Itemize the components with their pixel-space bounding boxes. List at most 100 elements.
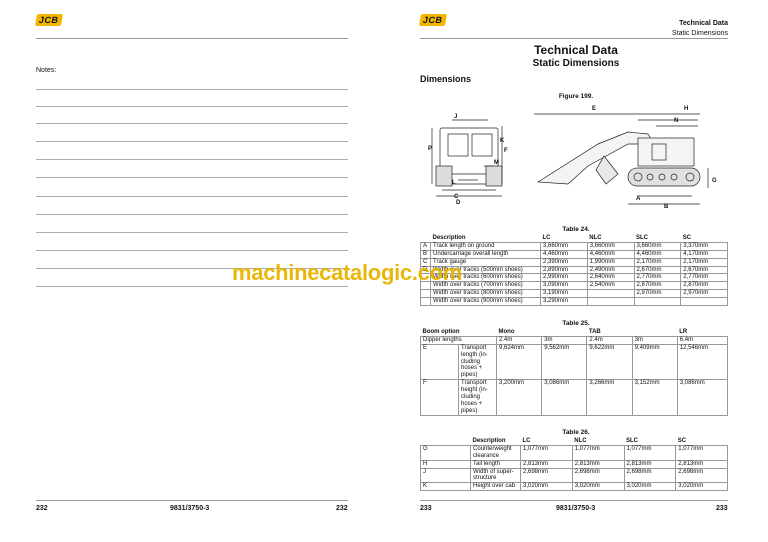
table-cell: Height over cab	[470, 482, 521, 492]
table-cell: 4,460mm	[540, 249, 588, 259]
dimension-label-c: C	[454, 194, 459, 200]
table-cell: 1,077mm	[520, 444, 573, 461]
note-line	[36, 159, 348, 160]
note-line	[36, 196, 348, 197]
left-page: JCB Notes: 232 9831/3750-3 232	[34, 14, 348, 512]
table-cell: B	[420, 249, 431, 259]
table-cell: 3,020mm	[520, 482, 573, 492]
table-cell	[420, 297, 431, 307]
table-cell: 2,670mm	[633, 265, 682, 275]
table-cell: 2,640mm	[586, 273, 635, 283]
table-cell: 2,170mm	[633, 257, 682, 267]
table-cell: Width over tracks (900mm shoes)	[430, 297, 541, 307]
table-cell: 3,660mm	[540, 241, 588, 251]
table-cell: 2,490mm	[586, 265, 635, 275]
table-cell: 9,622mm	[586, 343, 633, 381]
dimension-label-f: F	[504, 148, 508, 154]
table-cell: G	[420, 444, 471, 461]
table-cell: 2,990mm	[540, 273, 588, 283]
footer-rule	[36, 500, 348, 501]
table-cell: 1,990mm	[586, 257, 635, 267]
table-cell: Counterweight clearance	[470, 444, 521, 461]
note-line	[36, 89, 348, 90]
footer-rule	[420, 500, 728, 501]
table-cell: Width over tracks (800mm shoes)	[430, 289, 541, 299]
table-cell: 2,870mm	[633, 281, 682, 291]
table-header-cell: Description	[470, 438, 521, 446]
table-cell: F	[420, 379, 459, 416]
table-cell: Tail length	[470, 459, 521, 469]
table-cell: 1,077mm	[675, 444, 728, 461]
table-cell	[680, 297, 728, 307]
section-title: Dimensions	[420, 74, 472, 84]
side-view	[534, 113, 709, 205]
table-row: Width over tracks (900mm shoes)3,290mm	[420, 297, 728, 307]
table-cell: 4,460mm	[586, 249, 635, 259]
doc-number: 9831/3750-3	[170, 505, 210, 512]
table-cell: 2,698mm	[623, 467, 677, 484]
notes-label: Notes:	[36, 67, 57, 74]
table-cell: 3,190mm	[540, 289, 588, 299]
note-line	[36, 123, 348, 124]
dimension-label-b: B	[664, 204, 669, 210]
dimension-label-e: E	[592, 106, 596, 112]
note-line	[36, 250, 348, 251]
table-cell: 2,870mm	[680, 281, 728, 291]
dimension-label-d: D	[456, 200, 461, 206]
table-cell: 4,460mm	[633, 249, 682, 259]
table-cell	[633, 297, 682, 307]
table-cell: 3,266mm	[586, 379, 633, 416]
table-header-cell: SLC	[634, 235, 681, 243]
table-header-cell: Boom option	[420, 329, 497, 337]
table-cell: 1,077mm	[623, 444, 677, 461]
table-cell: A	[420, 241, 431, 251]
header-title: Technical Data	[679, 20, 728, 27]
table-cell: 2,813mm	[520, 459, 573, 469]
table-subheader-cell: 3m	[541, 335, 588, 345]
table-cell	[420, 289, 431, 299]
table-cell: 3,660mm	[633, 241, 682, 251]
note-line	[36, 268, 348, 269]
dimension-label-n: N	[674, 118, 678, 124]
table-cell: 1,077mm	[571, 444, 625, 461]
note-line	[36, 232, 348, 233]
dimension-label-h: H	[684, 106, 688, 112]
table-cell: 2,698mm	[571, 467, 625, 484]
table-header-cell: NLC	[587, 235, 634, 243]
table-cell: 2,540mm	[586, 281, 635, 291]
dimension-label-k: K	[500, 138, 505, 144]
table-cell: 12,546mm	[676, 343, 729, 381]
table-cell: Transport length (in-cluding hoses + pip…	[458, 343, 497, 381]
table-header-cell: LC	[540, 235, 588, 243]
page-number: 233	[420, 505, 432, 512]
table-header-cell: SC	[675, 438, 728, 446]
table-cell: 2,770mm	[633, 273, 682, 283]
note-line	[36, 177, 348, 178]
table-subheader-cell: 2.4m	[495, 335, 543, 345]
dimension-label-l: L	[452, 180, 456, 186]
jcb-logo: JCB	[418, 14, 447, 26]
jcb-logo: JCB	[34, 14, 63, 26]
table-cell: 2,813mm	[623, 459, 677, 469]
table-cell: 3,020mm	[623, 482, 677, 492]
header-rule	[36, 38, 348, 39]
note-line	[36, 286, 348, 287]
header-rule	[420, 38, 728, 39]
table-cell: 2,698mm	[520, 467, 573, 484]
table-cell: 9,562mm	[541, 343, 588, 381]
dimension-label-p: P	[428, 146, 432, 152]
table-header-cell: TAB	[586, 329, 678, 337]
right-page: JCB Technical Data Static Dimensions Tec…	[384, 0, 768, 542]
table-cell: 3,086mm	[541, 379, 588, 416]
dimension-label-m: M	[494, 160, 499, 166]
table-cell: 2,813mm	[675, 459, 728, 469]
